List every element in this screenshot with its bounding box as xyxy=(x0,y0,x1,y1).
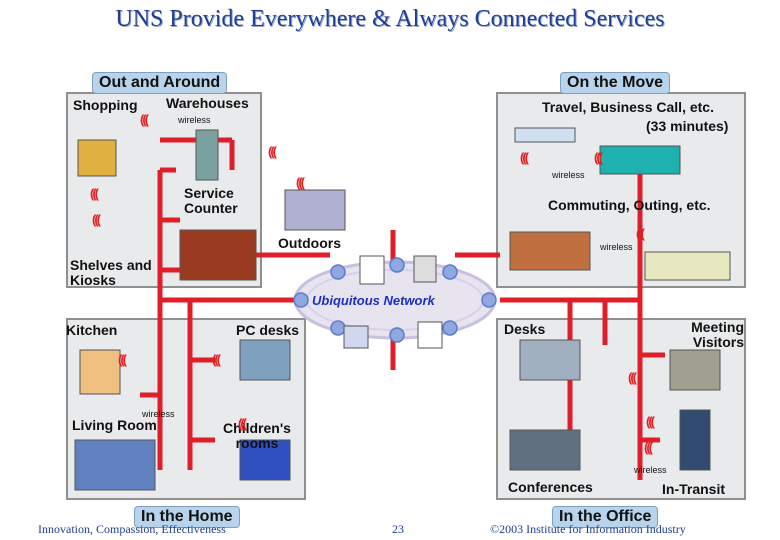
wireless-wave-icon: ((( xyxy=(636,226,645,241)
page-title: UNS Provide Everywhere & Always Connecte… xyxy=(115,6,665,32)
label-desks: Desks xyxy=(504,321,546,337)
wireless-wave-icon: ((( xyxy=(594,150,603,165)
footer-page-number: 23 xyxy=(392,522,404,536)
label-in-transit: In-Transit xyxy=(662,481,726,497)
wireless-wave-icon: ((( xyxy=(296,175,305,190)
wireless-wave-icon: ((( xyxy=(90,186,99,201)
label-commuting: Commuting, Outing, etc. xyxy=(548,197,711,213)
label-warehouses: Warehouses xyxy=(166,95,249,111)
label-kitchen: Kitchen xyxy=(66,322,118,338)
ubiquitous-network-label: Ubiquitous Network xyxy=(312,293,435,308)
label-wireless-office: wireless xyxy=(634,465,667,475)
label-childrens-rooms: Children's rooms xyxy=(223,420,291,451)
wireless-wave-icon: ((( xyxy=(212,352,221,367)
label-wireless-move-2: wireless xyxy=(600,242,633,252)
label-wireless-home: wireless xyxy=(142,409,175,419)
label-service-counter: Service Counter xyxy=(184,185,238,216)
label-travel: Travel, Business Call, etc. xyxy=(542,99,714,115)
wireless-wave-icon: ((( xyxy=(628,370,637,385)
label-wireless-move-1: wireless xyxy=(552,170,585,180)
label-outdoors: Outdoors xyxy=(278,235,341,251)
label-meeting-visitors: Meeting Visitors xyxy=(691,319,744,350)
label-wireless-out: wireless xyxy=(178,115,211,125)
wireless-wave-icon: ((( xyxy=(646,414,655,429)
label-pc-desks: PC desks xyxy=(236,322,300,338)
wireless-wave-icon: ((( xyxy=(118,352,127,367)
label-in-the-office: In the Office xyxy=(552,506,659,528)
footer-left: Innovation, Compassion, Effectiveness xyxy=(38,522,226,536)
footer-right: ©2003 Institute for Information Industry xyxy=(490,522,686,536)
wireless-wave-icon: ((( xyxy=(140,112,149,127)
label-shopping: Shopping xyxy=(73,97,138,113)
wireless-wave-icon: ((( xyxy=(520,150,529,165)
label-in-the-home: In the Home xyxy=(134,506,240,528)
wireless-wave-icon: ((( xyxy=(238,416,247,431)
label-living-room: Living Room xyxy=(72,417,157,433)
label-minutes: (33 minutes) xyxy=(646,118,729,134)
label-shelves-kiosks: Shelves and Kiosks xyxy=(70,257,152,288)
label-conferences: Conferences xyxy=(508,479,593,495)
wireless-wave-icon: ((( xyxy=(268,144,277,159)
wireless-wave-icon: ((( xyxy=(92,212,101,227)
label-on-the-move: On the Move xyxy=(560,72,671,94)
wireless-wave-icon: ((( xyxy=(644,440,653,455)
label-out-and-around: Out and Around xyxy=(92,72,228,94)
